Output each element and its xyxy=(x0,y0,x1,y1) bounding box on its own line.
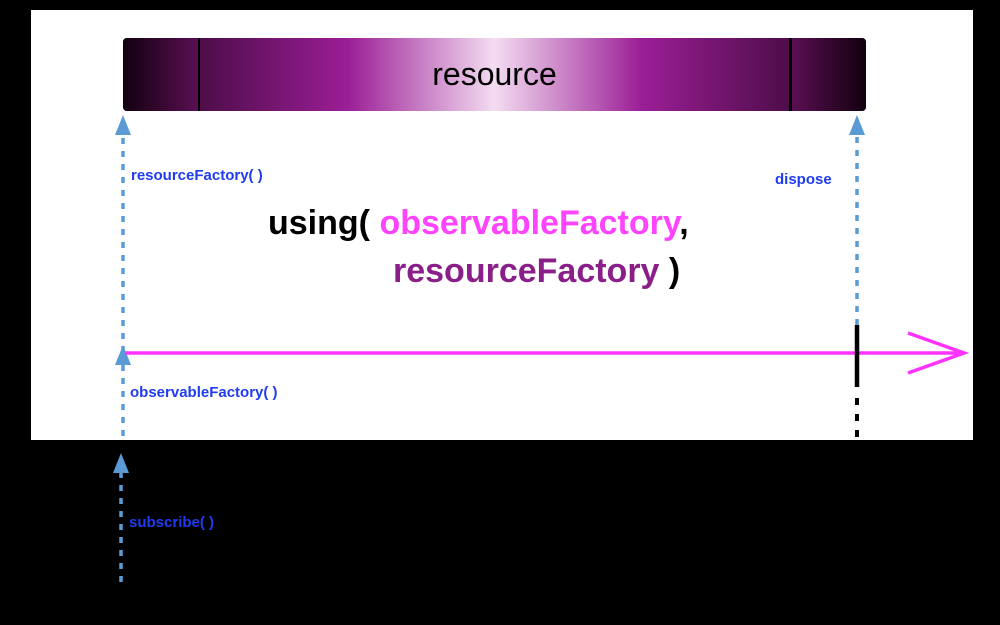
formula-comma: , xyxy=(679,204,689,242)
subscribe-call-label: subscribe( ) xyxy=(129,514,215,531)
resource-lifetime-bar: resource xyxy=(123,38,866,111)
formula-observable-factory: observableFactory xyxy=(379,204,680,242)
resource-label: resource xyxy=(432,56,557,92)
resource-bar-body xyxy=(200,38,789,111)
observable-factory-arrow-head-icon xyxy=(115,345,131,365)
formula-line-1: using( observableFactory, xyxy=(268,204,689,243)
timeline-arrow-head-icon xyxy=(907,331,970,375)
formula-using-prefix: using( xyxy=(268,204,370,242)
formula-close-paren: ) xyxy=(659,252,681,290)
resource-factory-arrow-head-icon xyxy=(115,115,131,135)
dispose-label: dispose xyxy=(775,171,832,188)
resource-bar-left-cap xyxy=(123,38,198,111)
formula-resource-factory: resourceFactory xyxy=(393,252,660,290)
subscribe-arrow-head-icon xyxy=(113,453,129,473)
formula-line-2: resourceFactory ) xyxy=(393,252,680,291)
observable-factory-call-label: observableFactory( ) xyxy=(130,384,278,401)
dispose-arrow-head-icon xyxy=(849,115,865,135)
resource-factory-call-label: resourceFactory( ) xyxy=(131,167,263,184)
resource-bar-right-cap xyxy=(792,38,866,111)
